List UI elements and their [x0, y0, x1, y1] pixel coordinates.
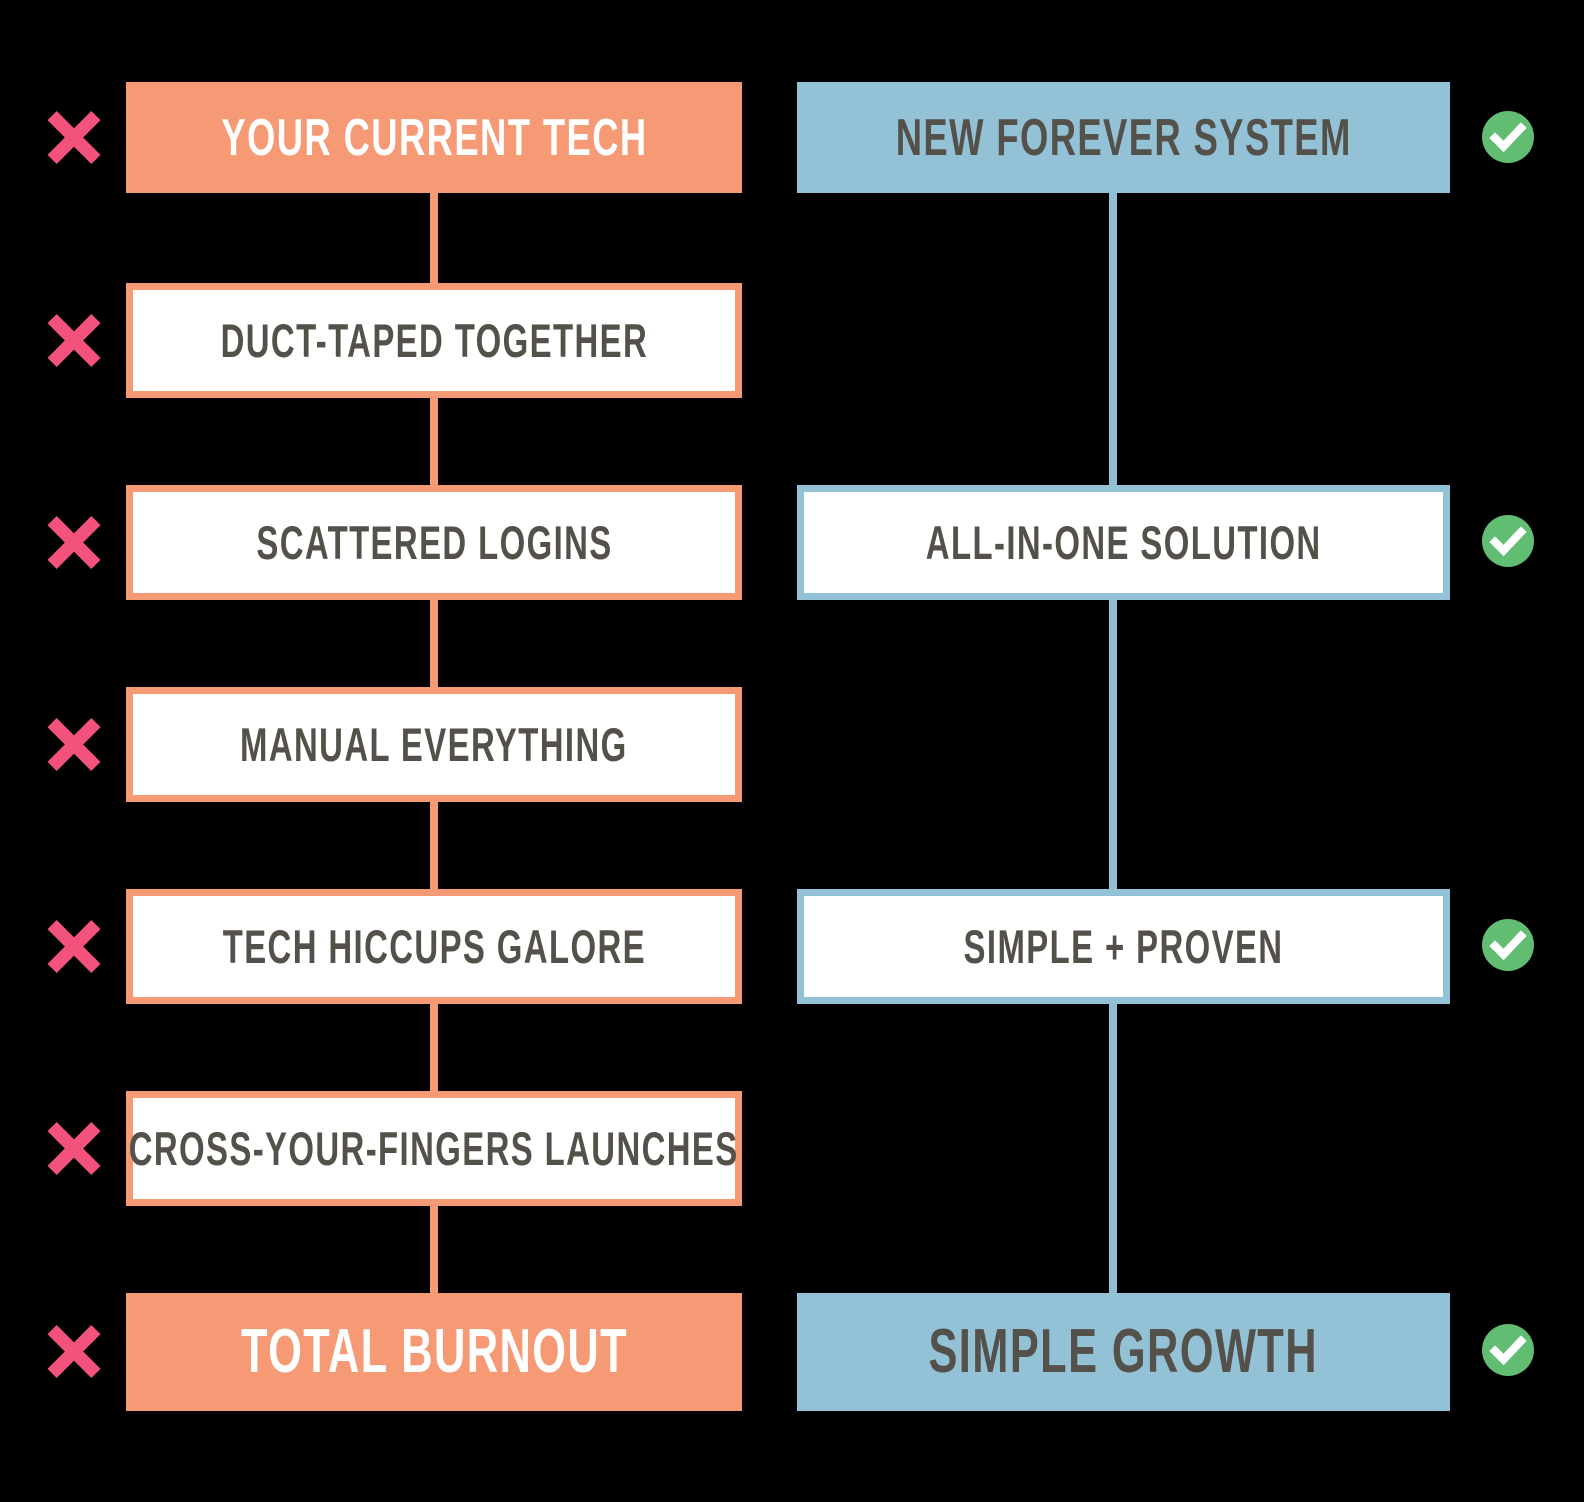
- node-right-simple-growth[interactable]: SIMPLE GROWTH: [797, 1293, 1450, 1411]
- connector-right-2: [1109, 597, 1117, 889]
- node-right-all-in-one-solution[interactable]: ALL-IN-ONE SOLUTION: [797, 485, 1450, 600]
- connector-left-2: [430, 395, 438, 485]
- node-label: ALL-IN-ONE SOLUTION: [925, 516, 1322, 569]
- node-left-manual-everything[interactable]: MANUAL EVERYTHING: [126, 687, 742, 802]
- node-right-simple-plus-proven[interactable]: SIMPLE + PROVEN: [797, 889, 1450, 1004]
- x-icon: [43, 511, 105, 573]
- node-left-your-current-tech[interactable]: YOUR CURRENT TECH: [126, 82, 742, 193]
- node-left-duct-taped-together[interactable]: DUCT-TAPED TOGETHER: [126, 283, 742, 398]
- node-left-scattered-logins[interactable]: SCATTERED LOGINS: [126, 485, 742, 600]
- x-icon: [43, 1117, 105, 1179]
- connector-right-3: [1109, 1001, 1117, 1293]
- connector-left-1: [430, 193, 438, 283]
- check-icon: [1482, 919, 1534, 971]
- x-icon: [43, 309, 105, 371]
- x-icon: [43, 915, 105, 977]
- node-label: TOTAL BURNOUT: [240, 1317, 628, 1386]
- node-left-cross-your-fingers-launches[interactable]: CROSS-YOUR-FINGERS LAUNCHES: [126, 1091, 742, 1206]
- x-icon: [43, 713, 105, 775]
- node-label: NEW FOREVER SYSTEM: [895, 108, 1352, 167]
- check-icon: [1482, 515, 1534, 567]
- node-label: MANUAL EVERYTHING: [240, 718, 628, 771]
- node-left-total-burnout[interactable]: TOTAL BURNOUT: [126, 1293, 742, 1411]
- node-label: SIMPLE GROWTH: [928, 1317, 1319, 1386]
- x-icon: [43, 1320, 105, 1382]
- node-label: SCATTERED LOGINS: [255, 516, 613, 569]
- connector-right-1: [1109, 193, 1117, 485]
- check-icon: [1482, 111, 1534, 163]
- node-label: TECH HICCUPS GALORE: [222, 920, 646, 973]
- node-left-tech-hiccups-galore[interactable]: TECH HICCUPS GALORE: [126, 889, 742, 1004]
- node-label: DUCT-TAPED TOGETHER: [220, 314, 648, 367]
- connector-left-3: [430, 597, 438, 687]
- node-right-new-forever-system[interactable]: NEW FOREVER SYSTEM: [797, 82, 1450, 193]
- check-icon: [1482, 1324, 1534, 1376]
- connector-left-6: [430, 1203, 438, 1293]
- node-label: CROSS-YOUR-FINGERS LAUNCHES: [129, 1122, 739, 1175]
- node-label: SIMPLE + PROVEN: [963, 920, 1284, 973]
- x-icon: [43, 106, 105, 168]
- node-label: YOUR CURRENT TECH: [220, 108, 648, 167]
- connector-left-4: [430, 799, 438, 889]
- connector-left-5: [430, 1001, 438, 1091]
